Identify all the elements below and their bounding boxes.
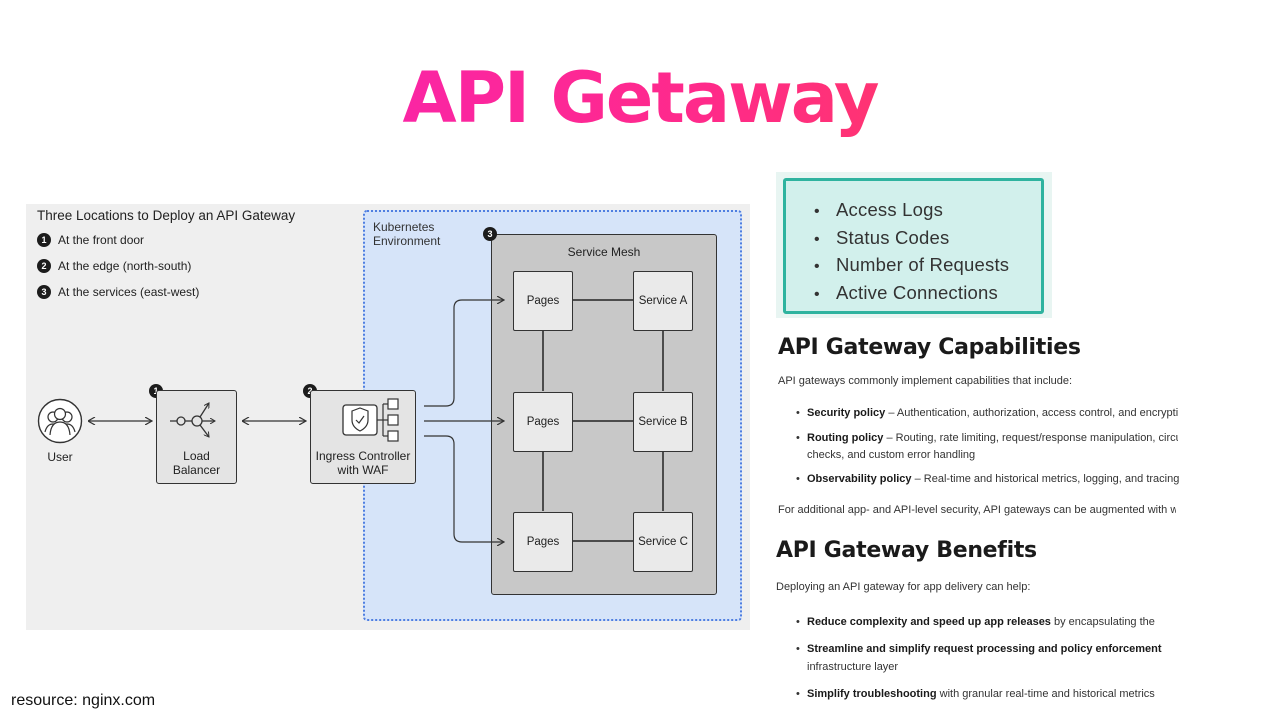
capability-text: – Routing, rate limiting, request/respon… — [883, 432, 1178, 444]
pages-node-1: Pages — [513, 271, 573, 331]
benefits-heading: API Gateway Benefits — [776, 538, 1037, 563]
kubernetes-label-line2: Environment — [373, 234, 441, 248]
metric-item: Active Connections — [814, 280, 1009, 308]
capability-title: Observability policy — [807, 473, 912, 485]
service-mesh-label: Service Mesh — [567, 245, 641, 259]
benefit-text: by encapsulating the — [1050, 616, 1155, 628]
capability-text: – Real-time and historical metrics, logg… — [911, 473, 1180, 485]
legend-badge: 1 — [37, 233, 51, 247]
load-balancer-label: Load Balancer — [157, 449, 236, 477]
legend-badge: 2 — [37, 259, 51, 273]
bullet-dot-icon: • — [796, 643, 800, 655]
service-b-node: Service B — [633, 392, 693, 452]
capability-text: – Authentication, authorization, access … — [885, 407, 1178, 419]
source-credit: resource: nginx.com — [11, 692, 156, 709]
user-icon — [37, 398, 83, 444]
user-label: User — [47, 450, 73, 464]
capabilities-list: • Security policy – Authentication, auth… — [778, 407, 1178, 477]
ingress-controller-node: Ingress Controller with WAF — [310, 390, 416, 484]
load-balancer-node: Load Balancer — [156, 390, 237, 484]
pages-node-2: Pages — [513, 392, 573, 452]
capabilities-outro: For additional app- and API-level securi… — [778, 504, 1176, 516]
metric-item: Access Logs — [814, 197, 1009, 225]
metrics-list: Access Logs Status Codes Number of Reque… — [814, 197, 1009, 308]
capabilities-heading: API Gateway Capabilities — [778, 335, 1081, 360]
capabilities-outro-wrap: For additional app- and API-level securi… — [778, 504, 1176, 520]
service-c-node: Service C — [633, 512, 693, 572]
benefit-text: with granular real-time and historical m… — [936, 688, 1155, 700]
capabilities-intro: API gateways commonly implement capabili… — [778, 375, 1073, 387]
bullet-dot-icon: • — [796, 688, 800, 700]
bullet-dot-icon: • — [796, 473, 800, 485]
metric-item: Status Codes — [814, 225, 1009, 253]
benefit-text-continued: infrastructure layer — [807, 661, 899, 673]
diagram-heading: Three Locations to Deploy an API Gateway — [37, 208, 296, 223]
legend-badge: 3 — [37, 285, 51, 299]
ingress-label-line1: Ingress Controller — [315, 449, 411, 463]
service-a-node: Service A — [633, 271, 693, 331]
capability-title: Routing policy — [807, 432, 884, 444]
metrics-card: Access Logs Status Codes Number of Reque… — [783, 178, 1044, 314]
load-balancer-label-line2: Balancer — [172, 463, 221, 477]
legend-label: At the edge (north-south) — [58, 259, 192, 273]
benefit-title: Simplify troubleshooting — [807, 688, 937, 700]
page-title: API Getaway — [0, 56, 1280, 140]
capability-text-continued: checks, and custom error handling — [807, 449, 976, 461]
diagram-connectors — [26, 204, 664, 630]
pages-node-3: Pages — [513, 512, 573, 572]
bullet-dot-icon: • — [796, 432, 800, 444]
benefit-title: Streamline and simplify request processi… — [807, 643, 1162, 655]
kubernetes-badge: 3 — [483, 227, 497, 241]
legend-item-services: 3 At the services (east-west) — [37, 285, 199, 299]
benefits-intro: Deploying an API gateway for app deliver… — [776, 581, 1031, 593]
legend-label: At the front door — [58, 233, 145, 247]
bullet-dot-icon: • — [796, 616, 800, 628]
ingress-label-line2: with WAF — [337, 463, 389, 477]
kubernetes-label: Kubernetes Environment — [373, 220, 440, 248]
metrics-panel: Access Logs Status Codes Number of Reque… — [776, 172, 1052, 318]
load-balancer-label-line1: Load — [183, 449, 210, 463]
benefits-list: • Reduce complexity and speed up app rel… — [776, 615, 1162, 715]
benefit-title: Reduce complexity and speed up app relea… — [807, 616, 1051, 628]
legend-label: At the services (east-west) — [58, 285, 200, 299]
legend-item-front-door: 1 At the front door — [37, 233, 144, 247]
load-balancer-icon — [170, 397, 225, 441]
legend-item-edge: 2 At the edge (north-south) — [37, 259, 191, 273]
metric-item: Number of Requests — [814, 252, 1009, 280]
ingress-label: Ingress Controller with WAF — [311, 449, 415, 477]
deployment-diagram: Kubernetes Environment Three Locations t… — [26, 204, 750, 630]
kubernetes-label-line1: Kubernetes — [373, 220, 435, 234]
bullet-dot-icon: • — [796, 407, 800, 419]
capability-title: Security policy — [807, 407, 886, 419]
ingress-waf-icon — [342, 398, 399, 442]
